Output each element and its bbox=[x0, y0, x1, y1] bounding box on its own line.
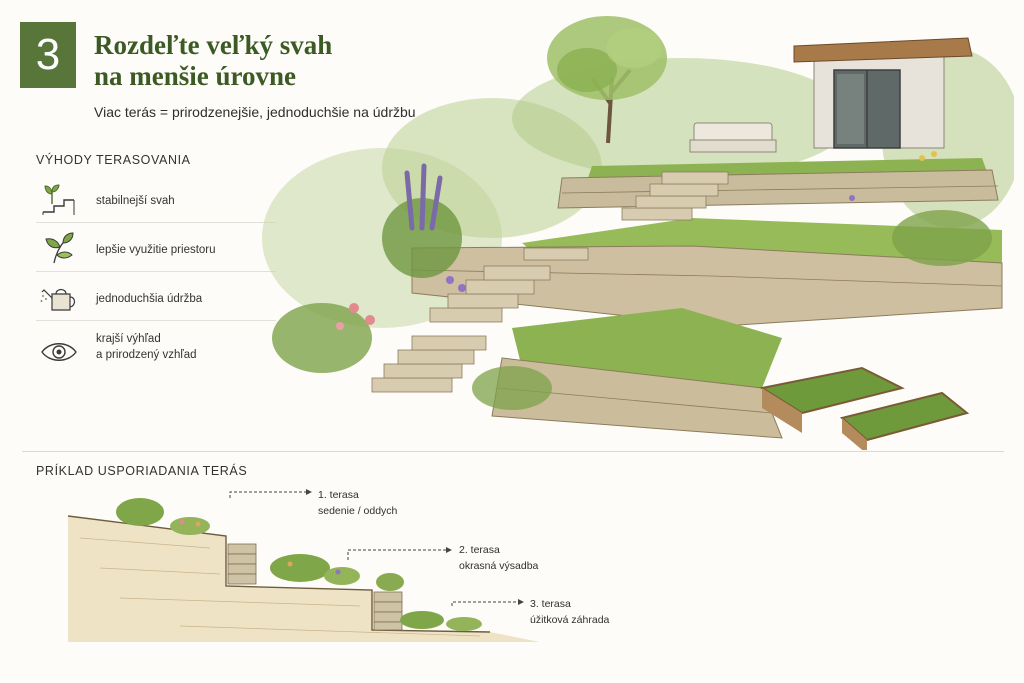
title-line-2: na menšie úrovne bbox=[94, 61, 297, 91]
title-line-1: Rozdeľte veľký svah bbox=[94, 30, 333, 60]
benefit-item-space-use: lepšie využitie priestoru bbox=[36, 223, 276, 272]
garden-house bbox=[793, 37, 973, 149]
subtitle: Viac terás = prirodzenejšie, jednoduchši… bbox=[94, 104, 416, 120]
retaining-wall-upper bbox=[227, 543, 257, 585]
leader-arrows bbox=[229, 491, 520, 606]
terrace-profile-diagram bbox=[67, 489, 540, 642]
terraced-garden-illustration bbox=[262, 16, 1014, 450]
example-heading: PRÍKLAD USPORIADANIA TERÁS bbox=[36, 464, 248, 478]
step-number-badge: 3 bbox=[20, 22, 76, 88]
page-title: Rozdeľte veľký svah na menšie úrovne bbox=[94, 30, 424, 92]
terrace-label-2: 2. terasa okrasná výsadba bbox=[459, 544, 539, 572]
benefit-label: krajší výhľad a prirodzený vzhľad bbox=[96, 333, 197, 361]
leaves-icon bbox=[45, 232, 74, 264]
tree bbox=[547, 16, 667, 144]
terrace-label-3: 3. terasa úžitková záhrada bbox=[530, 598, 610, 626]
retaining-wall-lower bbox=[373, 591, 403, 631]
terraced-seedling-icon bbox=[42, 184, 75, 215]
watering-can-icon bbox=[40, 288, 76, 311]
benefit-label: jednoduchšia údržba bbox=[96, 293, 203, 305]
benefit-item-view: krajší výhľad a prirodzený vzhľad bbox=[36, 321, 276, 381]
terrace-label-1: 1. terasa sedenie / oddych bbox=[318, 489, 398, 517]
flowering-plants bbox=[272, 151, 992, 410]
section-divider bbox=[22, 451, 1004, 452]
raised-beds bbox=[759, 366, 970, 450]
terrace-plants bbox=[116, 498, 482, 631]
stone-stairs bbox=[371, 171, 729, 393]
lower-terrace bbox=[491, 308, 783, 439]
benefit-item-stable-slope: stabilnejší svah bbox=[36, 174, 276, 223]
benefits-heading: VÝHODY TERASOVANIA bbox=[36, 153, 191, 167]
soil-hatching bbox=[79, 537, 481, 637]
benefits-list: stabilnejší svah lepšie využitie priesto… bbox=[36, 174, 276, 381]
benefit-item-maintenance: jednoduchšia údržba bbox=[36, 272, 276, 321]
benefit-label: stabilnejší svah bbox=[96, 195, 175, 207]
benefit-label: lepšie využitie priestoru bbox=[96, 244, 216, 256]
eye-icon bbox=[41, 343, 77, 361]
soil-cross-section bbox=[68, 516, 540, 642]
arrow-heads bbox=[306, 489, 524, 605]
middle-terrace bbox=[411, 218, 1003, 327]
